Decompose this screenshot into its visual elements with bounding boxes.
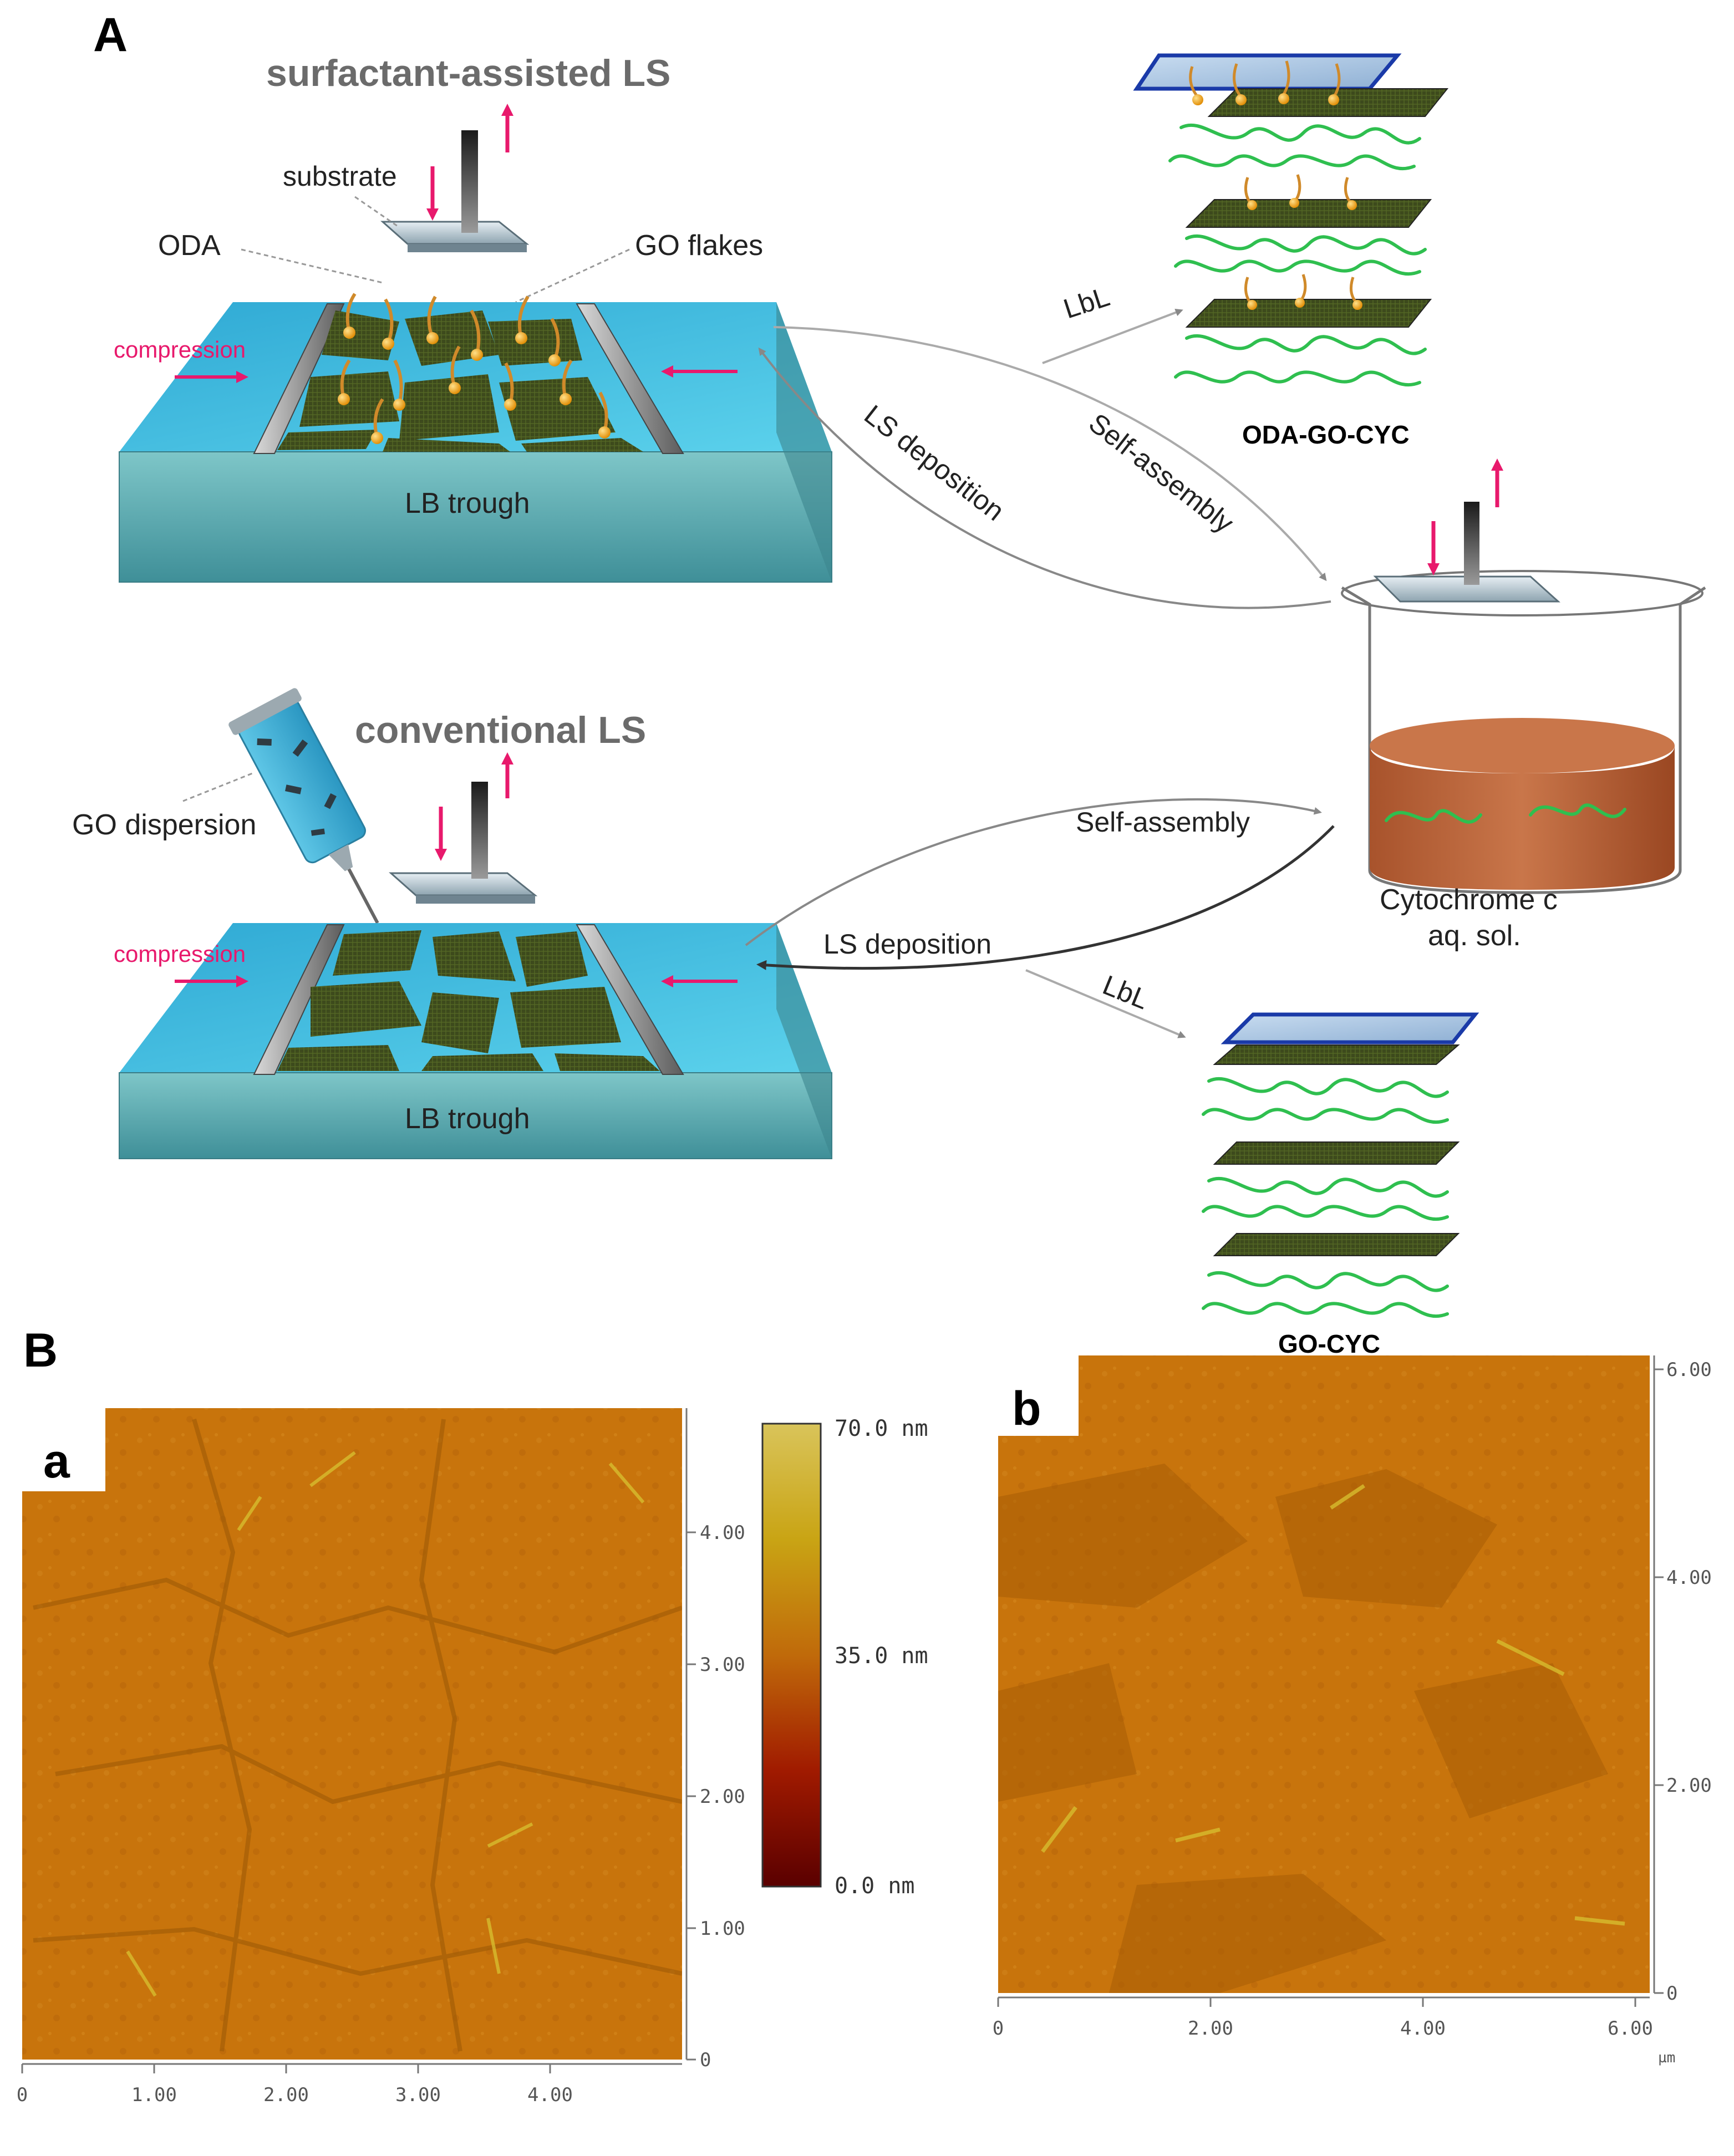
colorbar-mid-label: 35.0 nm: [835, 1643, 928, 1669]
map-a-xticks: [21, 2064, 551, 2073]
top-self-assembly-arrow: [773, 326, 1327, 582]
map-a-xtick-label: 1.00: [131, 2084, 177, 2106]
map-b-xtick-label: 4.00: [1400, 2017, 1446, 2040]
sub-label-b: b: [1012, 1382, 1041, 1435]
beaker: [1341, 502, 1706, 894]
sub-label-a: a: [43, 1435, 70, 1488]
substrate-leader: [354, 196, 400, 228]
syringe: [228, 688, 379, 924]
colorbar-max-label: 70.0 nm: [835, 1416, 928, 1441]
panel-b-letter: B: [23, 1324, 58, 1377]
oda-leader: [241, 248, 383, 284]
label-lbl-top: LbL: [1060, 281, 1113, 324]
bottom-lbl-arrow: [1025, 969, 1186, 1038]
top-product-stack: [1133, 53, 1449, 387]
label-product-top: ODA-GO-CYC: [1242, 420, 1410, 449]
map-a-ytick-label: 0: [700, 2049, 711, 2071]
map-b-unit-label: µm: [1658, 2050, 1675, 2066]
label-trough-bottom: LB trough: [405, 1103, 530, 1135]
label-compression-top: compression: [114, 337, 246, 363]
label-product-bottom: GO-CYC: [1278, 1329, 1380, 1358]
label-substrate: substrate: [283, 161, 397, 192]
label-lbl-bottom: LbL: [1099, 969, 1153, 1015]
label-ls-deposition-top: LS deposition: [858, 399, 1010, 527]
map-b-yticks: [1654, 1368, 1664, 1994]
map-a-ytick-label: 1.00: [700, 1918, 745, 1940]
map-b-xticks: [997, 1997, 1636, 2007]
map-b-ytick-label: 6.00: [1666, 1359, 1712, 1381]
bottom-product-stack: [1202, 1012, 1479, 1318]
bottom-lb-trough: [119, 923, 832, 1159]
map-b-xtick-label: 0: [993, 2017, 1004, 2040]
label-ls-deposition-bottom: LS deposition: [823, 929, 991, 960]
top-ls-deposition-arrow: [758, 347, 1331, 609]
colorbar-min-label: 0.0 nm: [835, 1873, 915, 1899]
afm-map-b: [995, 1353, 1650, 1993]
bottom-self-assembly-arrow: [745, 798, 1322, 946]
map-b-ytick-label: 2.00: [1666, 1775, 1712, 1797]
go-dispersion-leader: [182, 772, 253, 802]
top-lb-trough: [119, 293, 832, 583]
map-b-ytick-label: 0: [1666, 1982, 1677, 2005]
panel-a-letter: A: [93, 8, 128, 62]
map-b-xtick-label: 6.00: [1608, 2017, 1653, 2040]
map-b-xtick-label: 2.00: [1188, 2017, 1233, 2040]
label-go-flakes: GO flakes: [635, 230, 763, 262]
map-a-xtick-label: 4.00: [527, 2084, 573, 2106]
height-colorbar: [761, 1423, 822, 1888]
top-substrate: [380, 130, 530, 252]
label-compression-bottom: compression: [114, 941, 246, 967]
top-method-title: surfactant-assisted LS: [266, 52, 670, 94]
map-a-xtick-label: 0: [17, 2084, 28, 2106]
afm-map-a: [22, 1408, 682, 2060]
bottom-method-title: conventional LS: [355, 709, 646, 751]
label-trough-top: LB trough: [405, 487, 530, 519]
top-lbl-arrow: [1042, 309, 1183, 364]
map-a-xtick-label: 3.00: [395, 2084, 441, 2106]
map-a-ytick-label: 4.00: [700, 1522, 745, 1544]
label-beaker-line2: aq. sol.: [1428, 920, 1521, 952]
map-a-xtick-label: 2.00: [263, 2084, 309, 2106]
bottom-substrate: [389, 782, 538, 904]
label-beaker-line1: Cytochrome c: [1380, 884, 1558, 916]
map-a-ytick-label: 3.00: [700, 1654, 745, 1676]
map-a-yticks: [687, 1531, 696, 2061]
map-a-ytick-label: 2.00: [700, 1786, 745, 1808]
go-flakes-leader: [515, 248, 630, 303]
label-self-assembly-bottom: Self-assembly: [1076, 807, 1250, 838]
label-go-dispersion: GO dispersion: [72, 809, 256, 841]
label-oda: ODA: [158, 230, 221, 262]
bottom-ls-deposition-arrow: [756, 825, 1335, 970]
map-b-ytick-label: 4.00: [1666, 1567, 1712, 1589]
